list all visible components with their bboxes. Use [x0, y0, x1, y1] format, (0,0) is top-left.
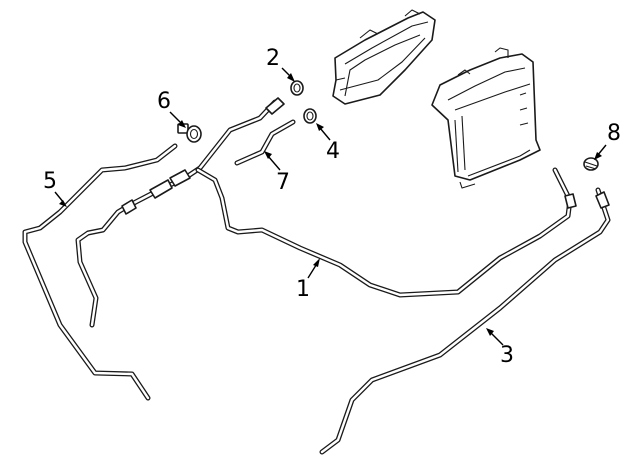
- callout-3: 3: [500, 343, 514, 368]
- leader-7: [264, 151, 281, 171]
- tube-connector-large: [169, 169, 191, 187]
- leader-6: [169, 111, 186, 128]
- leader-8: [594, 144, 607, 160]
- leader-1: [307, 258, 320, 279]
- leader-2: [281, 67, 295, 82]
- callout-4: 4: [326, 139, 340, 164]
- clamp-6: [177, 123, 202, 143]
- leader-3: [486, 328, 504, 346]
- tube-7: [234, 119, 296, 166]
- leader-4: [316, 123, 331, 141]
- tube-5: [22, 143, 178, 401]
- tube-connector-mid: [149, 179, 173, 199]
- grommet-4: [303, 108, 317, 124]
- tube-1: [195, 167, 577, 298]
- tube-1-end-fitting: [564, 193, 577, 209]
- grommet-2: [290, 80, 304, 96]
- cap-8: [583, 157, 599, 171]
- callout-5: 5: [43, 169, 57, 194]
- upper-module: [332, 9, 436, 105]
- callout-1: 1: [296, 277, 310, 302]
- tube-3-end-fitting: [595, 191, 610, 209]
- leader-5: [54, 191, 67, 207]
- tube-3: [319, 187, 611, 455]
- control-module: [431, 47, 541, 189]
- callout-6: 6: [157, 89, 171, 114]
- callout-2: 2: [266, 46, 280, 71]
- tube-connector-small: [121, 199, 137, 215]
- tube-assembly-upper: [75, 97, 285, 328]
- callout-7: 7: [276, 170, 290, 195]
- callout-8: 8: [607, 121, 621, 146]
- tube-end-cap: [265, 97, 285, 115]
